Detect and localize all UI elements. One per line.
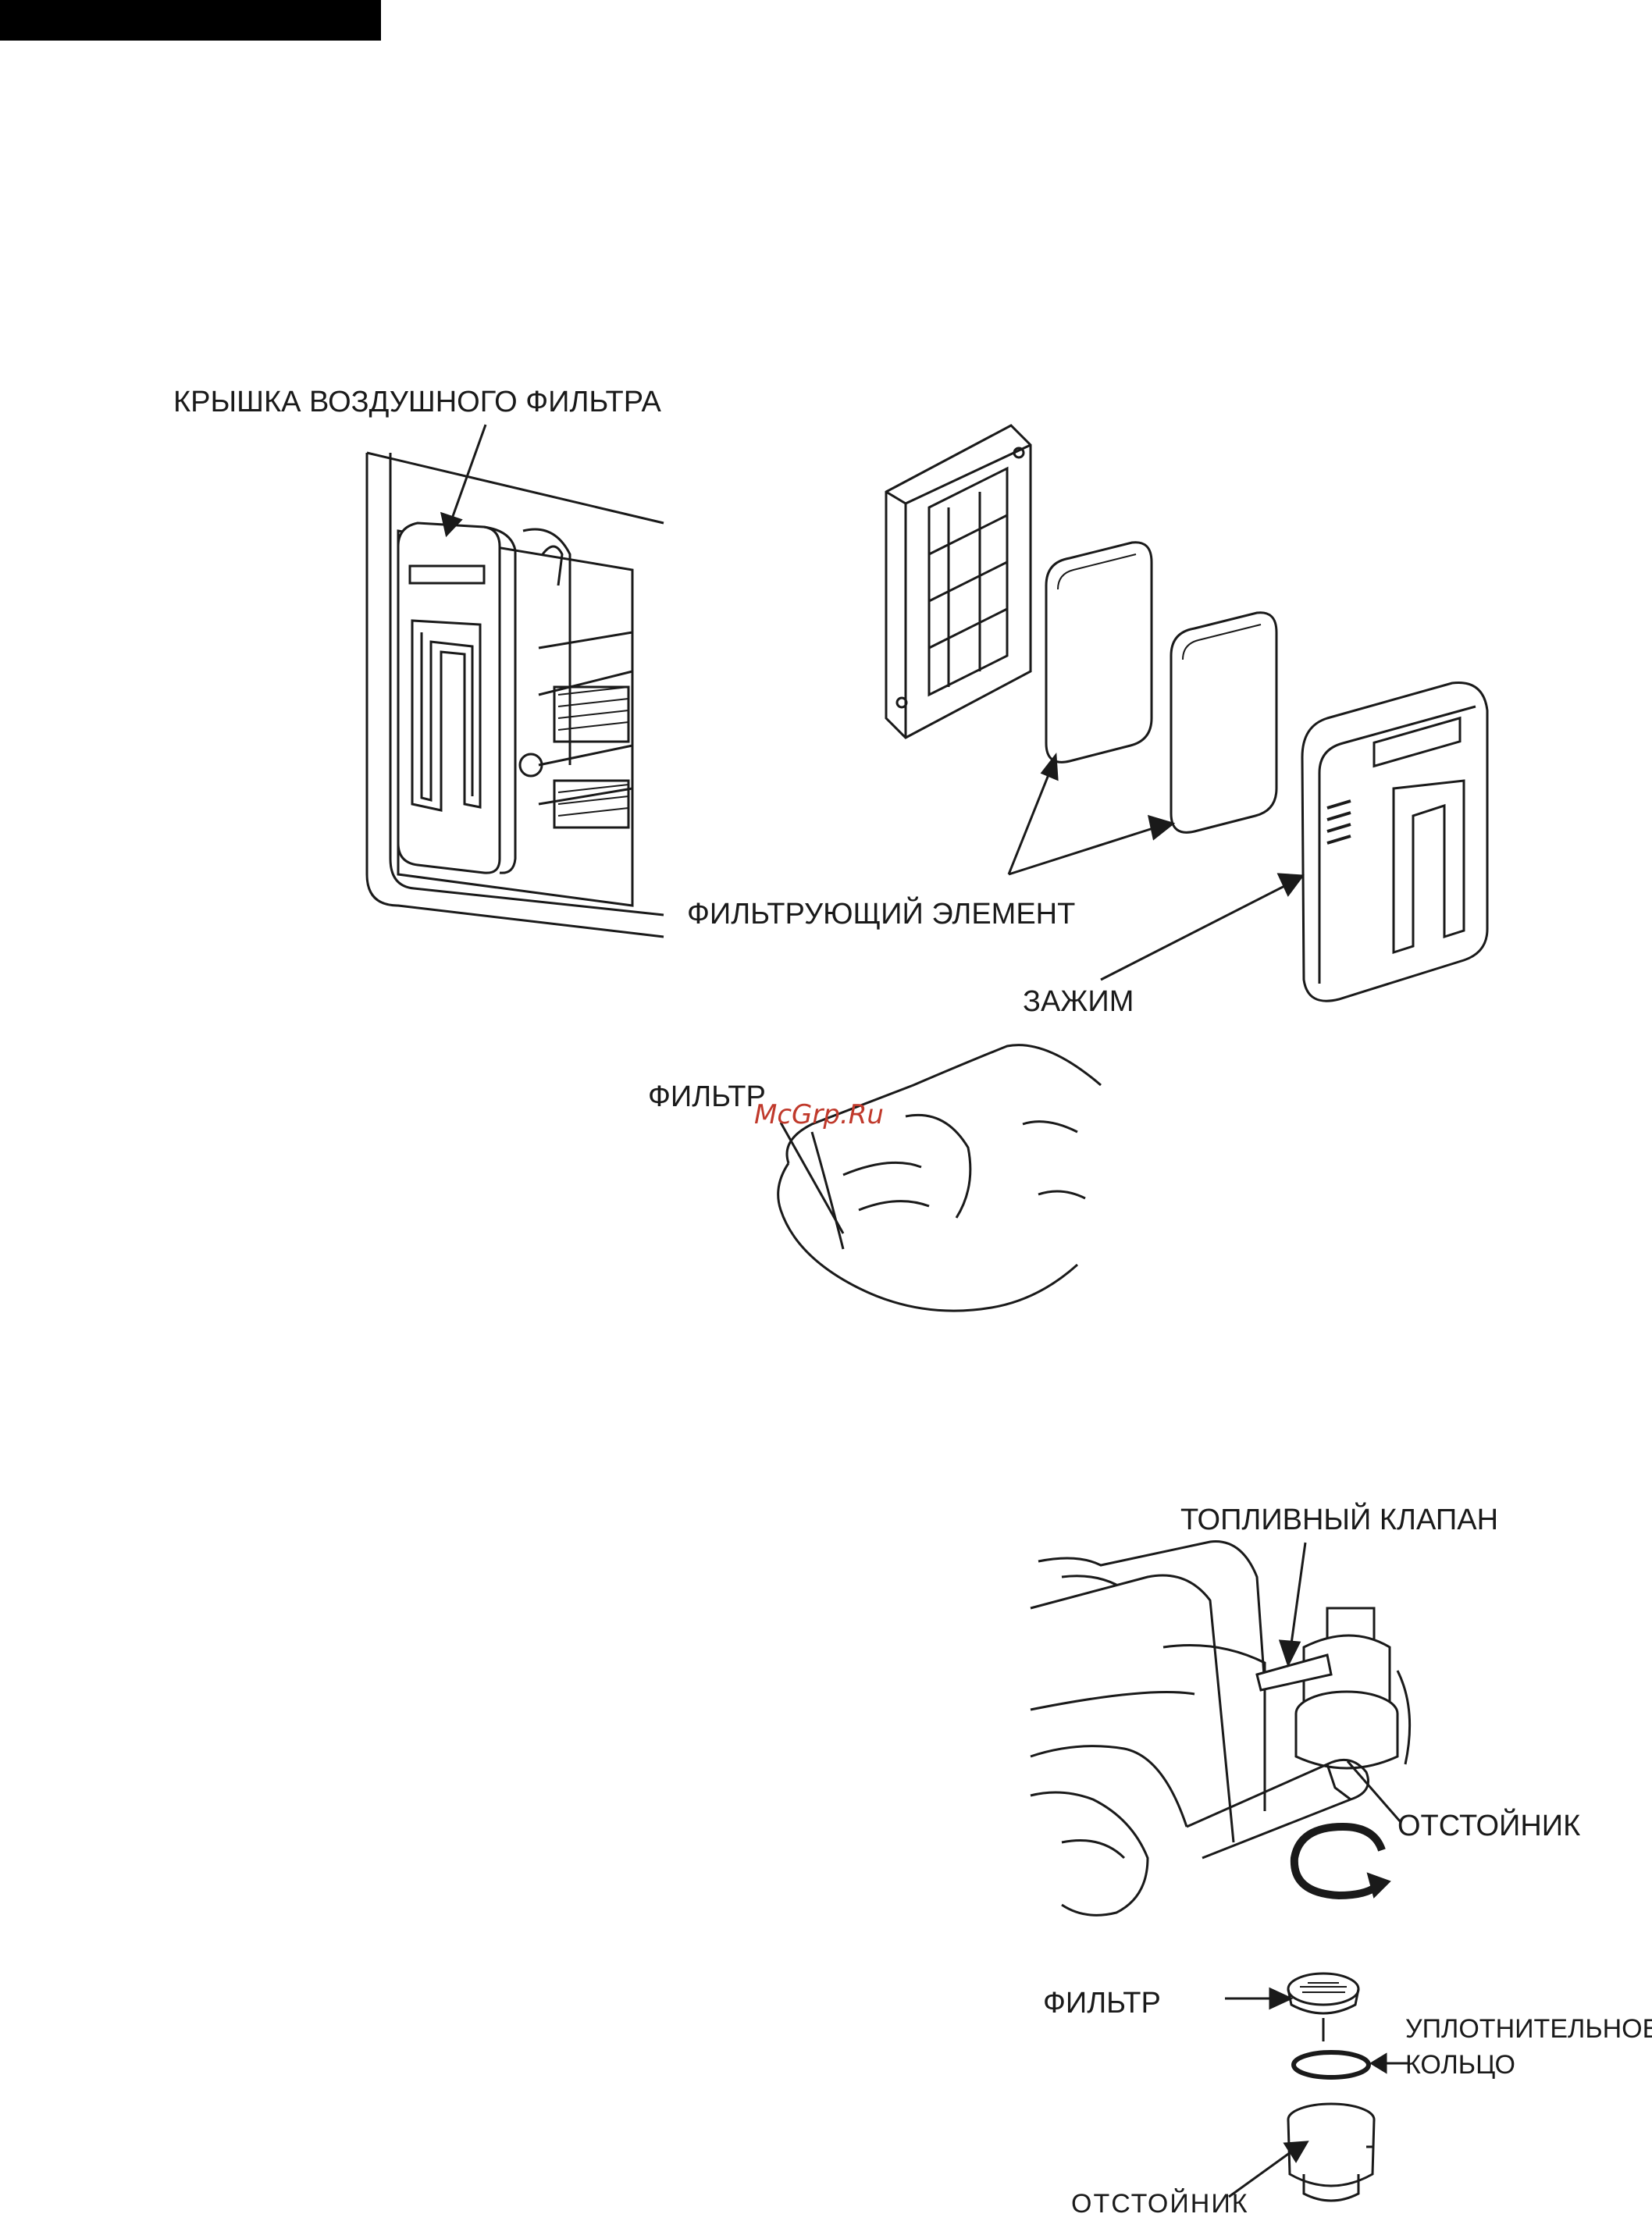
filter-element-foam-1 — [1038, 539, 1155, 773]
filter-housing-drawing — [874, 422, 1062, 749]
header-black-bar — [0, 0, 381, 41]
seal-ring-arrow — [1370, 2052, 1409, 2075]
seal-ring-label-line1: УПЛОТНИТЕЛЬНОЕ — [1405, 2014, 1652, 2045]
clip-arrow — [1093, 867, 1312, 991]
sediment-cup-label-top: ОТСТОЙНИК — [1397, 1810, 1580, 1843]
filter-element-arrows — [999, 749, 1179, 882]
filter-bottom-arrow — [1222, 1983, 1292, 2014]
filter-top-pointer — [773, 1116, 867, 1241]
fuel-valve-label: ТОПЛИВНЫЙ КЛАПАН — [1180, 1504, 1498, 1537]
watermark: McGrp.Ru — [754, 1099, 884, 1130]
air-filter-cover-label: КРЫШКА ВОЗДУШНОГО ФИЛЬТРА — [173, 386, 661, 419]
fuel-valve-arrow — [1273, 1538, 1319, 1671]
filter-element-foam-2 — [1163, 609, 1280, 843]
air-filter-cover-exploded — [1296, 679, 1499, 1007]
air-filter-cover-arrow — [437, 422, 500, 539]
sediment-cup-bottom-arrow — [1226, 2139, 1312, 2201]
seal-ring-drawing — [1288, 2045, 1374, 2084]
rotation-arrow-icon — [1280, 1819, 1405, 1905]
generator-illustration — [336, 437, 664, 952]
filter-label-top: ФИЛЬТР — [648, 1080, 766, 1114]
filter-label-bottom: ФИЛЬТР — [1043, 1987, 1161, 2020]
seal-ring-label-line2: КОЛЬЦО — [1405, 2050, 1515, 2080]
sediment-cup-label-bottom: ОТСТОЙНИК — [1071, 2189, 1249, 2219]
fuel-filter-drawing — [1280, 1967, 1366, 2045]
filter-element-label: ФИЛЬТРУЮЩИЙ ЭЛЕМЕНТ — [687, 898, 1075, 931]
